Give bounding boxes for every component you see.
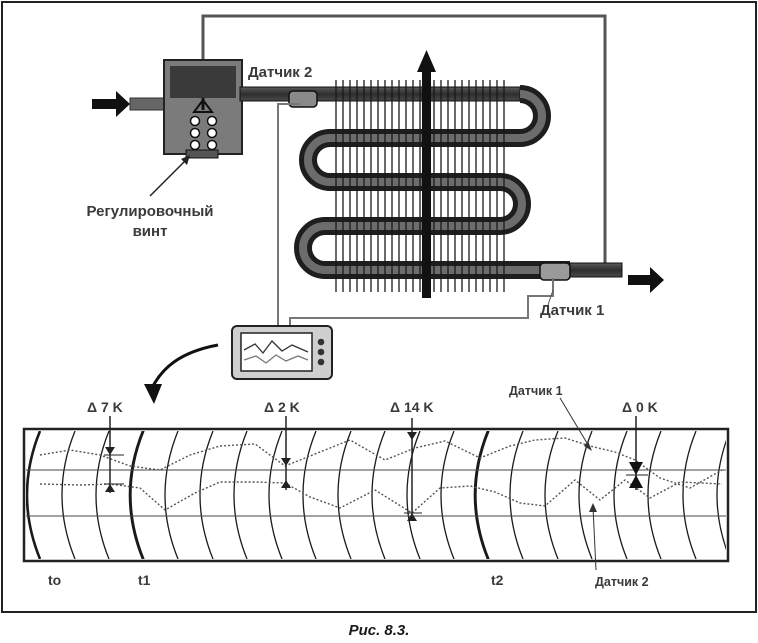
delta-marker-4 bbox=[626, 416, 648, 490]
time-arc bbox=[302, 431, 317, 559]
evaporator-fins bbox=[335, 80, 505, 292]
airflow-arrow bbox=[417, 50, 436, 298]
sensor-2-chart-leader bbox=[592, 506, 597, 571]
time-arc bbox=[440, 431, 455, 559]
delta-label-3: Δ 14 K bbox=[390, 399, 434, 415]
delta-marker-2 bbox=[281, 416, 291, 490]
delta-marker-1 bbox=[104, 416, 124, 493]
time-mark-t1: t1 bbox=[138, 572, 151, 588]
outlet-arrow bbox=[628, 267, 664, 293]
time-arc bbox=[61, 431, 76, 559]
time-arc bbox=[647, 431, 662, 559]
adjust-screw-pointer bbox=[149, 157, 189, 197]
refrigeration-circuit bbox=[92, 14, 664, 404]
recorder-to-chart-arrowhead bbox=[144, 384, 162, 404]
time-arc-major bbox=[128, 431, 145, 559]
sensor-1-trace bbox=[39, 437, 723, 489]
time-mark-t2: t2 bbox=[491, 572, 504, 588]
time-arc bbox=[544, 431, 559, 559]
sensor-2-label: Датчик 2 bbox=[248, 64, 312, 81]
time-arc bbox=[509, 431, 524, 559]
delta-label-4: Δ 0 K bbox=[622, 399, 658, 415]
time-arc bbox=[268, 431, 283, 559]
outlet-pipe bbox=[569, 262, 623, 278]
sensor-2-trace bbox=[39, 479, 723, 514]
sensor-2-wire bbox=[277, 103, 300, 326]
time-arc bbox=[371, 431, 386, 559]
sensor-1-chart-leader bbox=[559, 397, 591, 449]
adjust-screw-pointer-head bbox=[181, 155, 190, 165]
time-arc-major bbox=[473, 431, 490, 559]
valve-outlet-pipe bbox=[239, 86, 521, 102]
sensor-2-chart-leader-head bbox=[589, 503, 597, 512]
time-arc-major bbox=[26, 431, 42, 559]
time-arc bbox=[406, 431, 421, 559]
sensor-1-label: Датчик 1 bbox=[540, 302, 604, 319]
sensor-1-leader bbox=[547, 289, 554, 306]
time-arc bbox=[716, 439, 726, 551]
inlet-pipe bbox=[129, 97, 167, 111]
time-arc bbox=[199, 431, 214, 559]
sensor-1-bulb bbox=[539, 262, 571, 281]
recorder-chart bbox=[22, 397, 730, 571]
time-arc bbox=[95, 431, 110, 559]
adjust-screw-label-line1: Регулировочный bbox=[86, 203, 213, 220]
adjust-screw-label-line2: винт bbox=[133, 223, 168, 240]
recorder-to-chart-arrow bbox=[150, 343, 219, 389]
expansion-valve bbox=[163, 59, 243, 159]
delta-label-2: Δ 2 K bbox=[264, 399, 300, 415]
figure-frame bbox=[1, 1, 757, 613]
chart-sensor-1-label: Датчик 1 bbox=[509, 384, 563, 398]
time-arc bbox=[613, 431, 628, 559]
delta-marker-3 bbox=[404, 418, 422, 521]
sensor-1-chart-leader-head bbox=[584, 441, 592, 451]
chart-gridlines bbox=[26, 469, 726, 517]
inlet-arrow bbox=[92, 91, 130, 117]
sensor-1-wire bbox=[289, 278, 554, 326]
figure-caption: Рис. 8.3. bbox=[349, 622, 410, 639]
time-arc bbox=[682, 431, 697, 559]
time-arc bbox=[164, 431, 179, 559]
temperature-recorder bbox=[231, 325, 333, 380]
chart-sensor-2-label: Датчик 2 bbox=[595, 575, 649, 589]
time-mark-t0: to bbox=[48, 572, 61, 588]
delta-label-1: Δ 7 K bbox=[87, 399, 123, 415]
time-arc bbox=[337, 431, 352, 559]
